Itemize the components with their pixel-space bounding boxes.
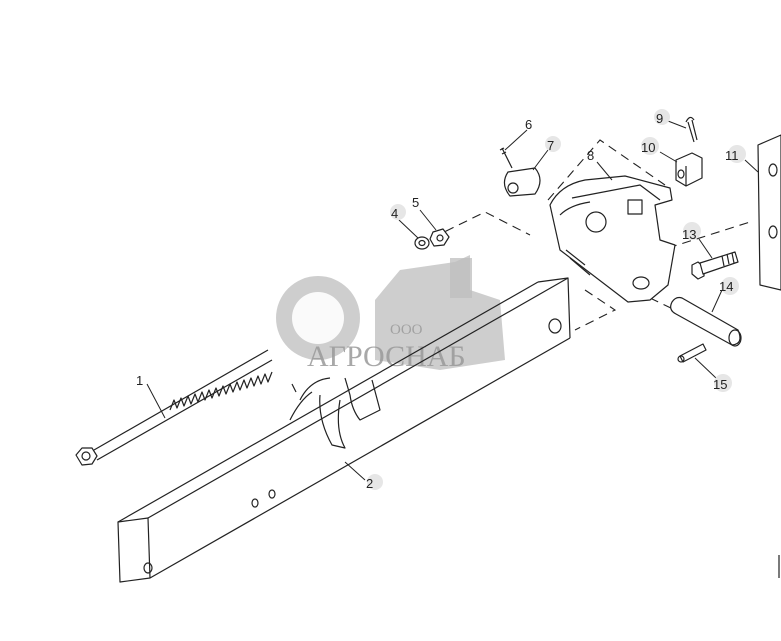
callout-8: 8: [587, 148, 594, 163]
callout-5: 5: [412, 195, 419, 210]
callout-11: 11: [725, 145, 746, 163]
callout-7: 7: [545, 136, 561, 153]
part-15-roll-pin: [677, 343, 707, 363]
watermark-logo: ООО АГРОСНАБ: [276, 255, 505, 373]
part-5-nut: [429, 228, 450, 247]
svg-text:8: 8: [587, 148, 594, 163]
combine-harvester-icon: [375, 255, 505, 370]
part-11-plate: [757, 134, 781, 291]
callout-9: 9: [654, 109, 670, 126]
svg-text:5: 5: [412, 195, 419, 210]
svg-text:6: 6: [525, 117, 532, 132]
svg-text:9: 9: [656, 111, 663, 126]
svg-text:2: 2: [366, 476, 373, 491]
callout-10: 10: [641, 137, 659, 155]
svg-text:4: 4: [391, 206, 398, 221]
part-1-bolt: [75, 349, 273, 466]
callout-1: 1: [136, 373, 143, 388]
part-13-bolt: [691, 251, 739, 280]
part-10-block: [675, 152, 703, 187]
part-14-pin: [670, 296, 742, 347]
svg-text:11: 11: [725, 148, 739, 163]
callout-13: 13: [682, 222, 701, 242]
callout-14: 14: [719, 277, 739, 295]
part-2-beam: [117, 277, 571, 583]
callout-2: 2: [366, 474, 383, 491]
callout-4: 4: [390, 204, 406, 221]
svg-text:1: 1: [136, 373, 143, 388]
part-4-washer: [414, 236, 430, 250]
svg-text:13: 13: [682, 227, 696, 242]
svg-text:14: 14: [719, 279, 733, 294]
part-6-screw: [499, 147, 513, 169]
callout-15: 15: [713, 374, 732, 392]
part-9-cotter-pin: [685, 116, 698, 143]
callout-6: 6: [525, 117, 532, 132]
svg-text:10: 10: [641, 140, 655, 155]
part-8-bracket: [549, 175, 676, 303]
watermark-prefix: ООО: [390, 322, 423, 338]
watermark-name: АГРОСНАБ: [307, 340, 466, 373]
part-7-sleeve: [503, 167, 541, 197]
svg-text:15: 15: [713, 377, 727, 392]
svg-text:7: 7: [547, 138, 554, 153]
shank: [289, 377, 381, 449]
leader-lines: [146, 120, 759, 481]
